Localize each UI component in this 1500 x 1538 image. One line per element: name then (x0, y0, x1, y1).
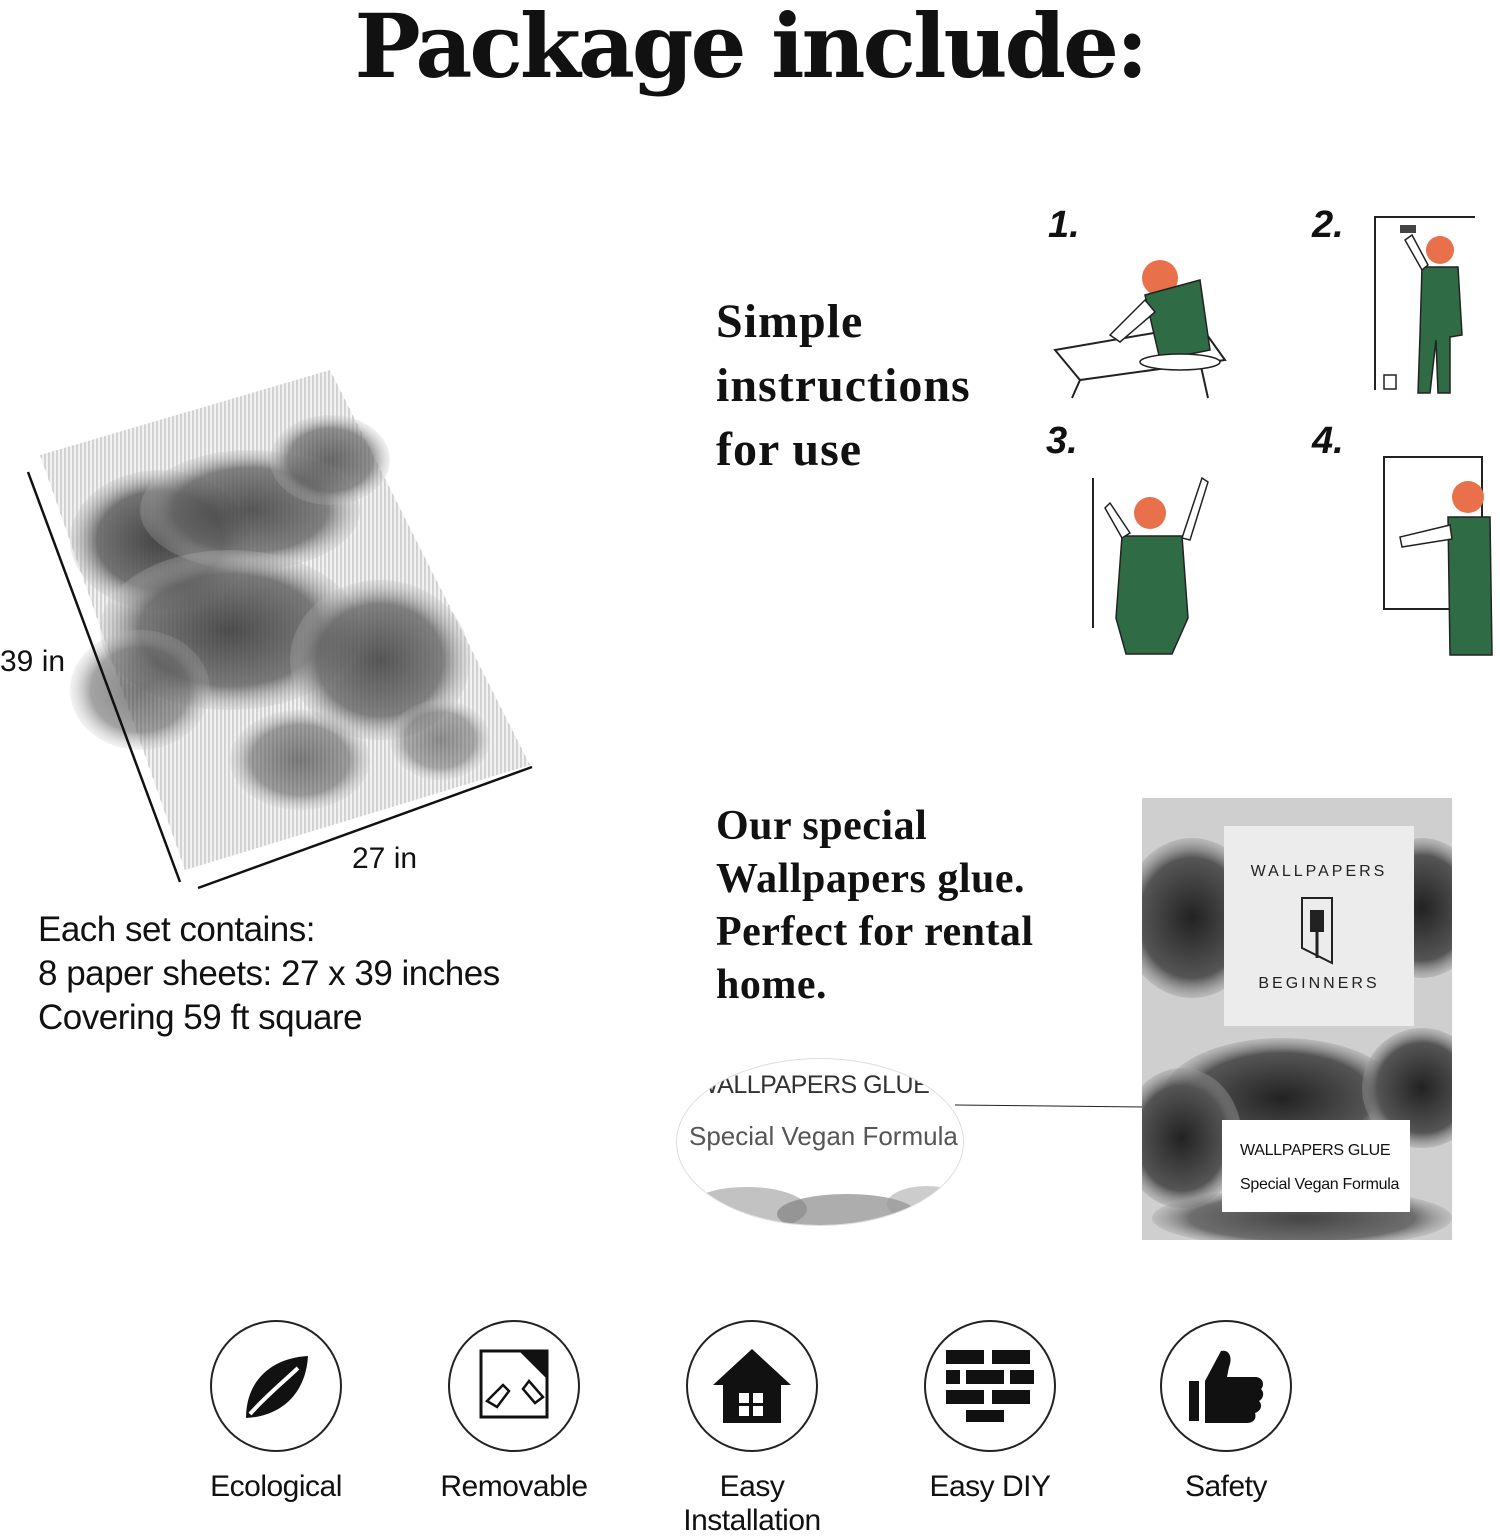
instructions-heading: Simple instructions for use (716, 290, 971, 482)
feature-label: Easy Installation (683, 1470, 821, 1537)
callout-line (955, 1104, 1145, 1108)
feature-label: Ecological (210, 1470, 342, 1503)
thumbs-up-icon (1189, 1350, 1264, 1423)
set-info-line: 8 paper sheets: 27 x 39 inches (38, 954, 500, 993)
feature-safety: Safety (1126, 1320, 1326, 1504)
instructions-line: for use (716, 423, 863, 476)
glue-package-label: WALLPAPERS GLUE Special Vegan Formula (1222, 1120, 1410, 1212)
feature-ecological: Ecological (176, 1320, 376, 1504)
feature-label: Easy DIY (929, 1470, 1051, 1503)
page-title: Package include: (354, 0, 1149, 98)
step-number-1: 1. (1048, 204, 1080, 246)
bricks-icon (946, 1350, 1034, 1422)
step-number-4: 4. (1312, 420, 1344, 462)
glue-description-line: Perfect for rental (716, 909, 1034, 955)
glue-zoom-subtitle: Special Vegan Formula (689, 1121, 958, 1151)
step-number-2: 2. (1312, 204, 1344, 246)
feature-icon-circle (448, 1320, 580, 1452)
glue-description-line: Our special (716, 803, 928, 849)
step-4-illustration (1383, 456, 1493, 656)
leaf-icon (246, 1356, 308, 1418)
glue-package-brand-bottom: BEGINNERS (1258, 975, 1379, 992)
house-icon (713, 1349, 791, 1423)
step-2-illustration (1374, 216, 1475, 394)
height-dimension-line (26, 471, 182, 883)
feature-label: Removable (440, 1470, 588, 1503)
feature-icon-circle (1160, 1320, 1292, 1452)
feature-easy-installation: Easy Installation (652, 1320, 852, 1538)
width-dimension-line (197, 765, 533, 890)
set-info: Each set contains: 8 paper sheets: 27 x … (38, 908, 500, 1040)
step-3-illustration (1092, 476, 1209, 655)
set-info-line: Each set contains: (38, 910, 315, 949)
width-dimension-label: 27 in (352, 842, 418, 875)
glue-zoom-title: WALLPAPERS GLUE (695, 1071, 930, 1099)
peel-icon (479, 1349, 549, 1419)
set-info-line: Covering 59 ft square (38, 998, 363, 1037)
feature-label: Safety (1184, 1470, 1268, 1503)
glue-package-label-title: WALLPAPERS GLUE (1240, 1142, 1391, 1159)
feature-easy-diy: Easy DIY (890, 1320, 1090, 1504)
step-1-illustration (1053, 260, 1227, 399)
step-number-3: 3. (1046, 420, 1078, 462)
wallpaper-sheet-illustration (26, 370, 533, 890)
height-dimension-label: 39 in (0, 645, 66, 678)
glue-package-brand-top: WALLPAPERS (1251, 863, 1388, 880)
sheet (40, 370, 530, 870)
glue-description-line: Wallpapers glue. (716, 856, 1026, 902)
feature-removable: Removable (414, 1320, 614, 1504)
feature-icon-circle (210, 1320, 342, 1452)
paint-brush-logo-icon (1301, 897, 1333, 965)
glue-zoom-pattern (687, 1186, 963, 1225)
instructions-line: Simple (716, 295, 864, 348)
feature-icon-circle (686, 1320, 818, 1452)
glue-description: Our special Wallpapers glue. Perfect for… (716, 800, 1034, 1012)
feature-icon-circle (924, 1320, 1056, 1452)
glue-label-zoom: WALLPAPERS GLUE Special Vegan Formula (676, 1058, 964, 1226)
glue-description-line: home. (716, 962, 827, 1008)
glue-package-label-subtitle: Special Vegan Formula (1240, 1176, 1400, 1193)
instructions-line: instructions (716, 359, 971, 412)
